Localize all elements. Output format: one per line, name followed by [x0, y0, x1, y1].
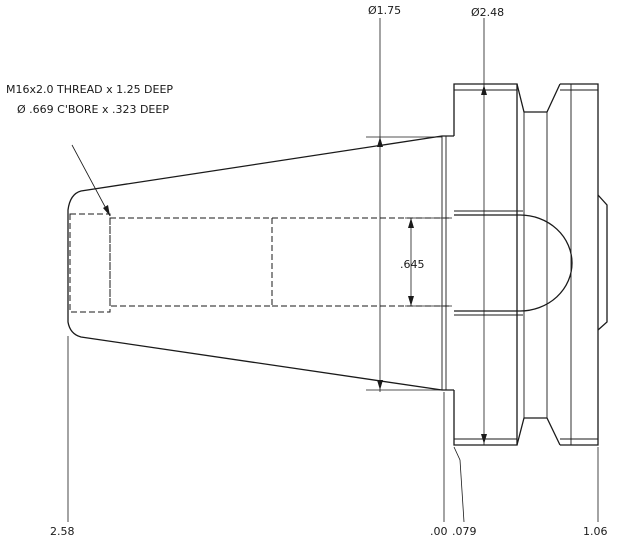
part-outline — [67, 83, 608, 446]
flange-left — [453, 83, 518, 446]
ord-zero-label: .00 — [430, 525, 448, 538]
notes: M16x2.0 THREAD x 1.25 DEEP Ø .669 C'BORE… — [6, 83, 173, 116]
dia-tip-arrow-bottom — [377, 380, 383, 390]
ord-079-label: .079 — [452, 525, 477, 538]
counterbore-note: Ø .669 C'BORE x .323 DEEP — [17, 103, 169, 116]
bore-cutout — [454, 214, 573, 312]
end-boss — [597, 194, 608, 331]
ord-079-line — [453, 446, 465, 523]
bore-arrow-bottom — [408, 296, 414, 306]
dia-tip-arrow-top — [377, 137, 383, 147]
thread-note: M16x2.0 THREAD x 1.25 DEEP — [6, 83, 173, 96]
ord-left-label: 2.58 — [50, 525, 75, 538]
thread-hidden — [109, 217, 273, 307]
dia-flange-arrow-bottom — [481, 434, 487, 444]
bore-arrow-top — [408, 218, 414, 228]
note-leader — [71, 144, 111, 217]
flange-right — [560, 83, 599, 446]
counterbore-hidden — [69, 213, 111, 313]
dimension-labels: Ø1.75 Ø2.48 .645 2.58 .00 .079 1.06 — [50, 4, 608, 538]
dia-flange-arrow-top — [481, 85, 487, 95]
dia-tip-label: Ø1.75 — [368, 4, 401, 17]
dimension-lines — [67, 18, 599, 523]
note-leader-arrow — [103, 205, 110, 216]
ord-right-label: 1.06 — [583, 525, 608, 538]
v-groove — [516, 83, 561, 446]
dia-flange-label: Ø2.48 — [471, 6, 504, 19]
bore-height-label: .645 — [400, 258, 425, 271]
cone-body — [67, 135, 454, 391]
